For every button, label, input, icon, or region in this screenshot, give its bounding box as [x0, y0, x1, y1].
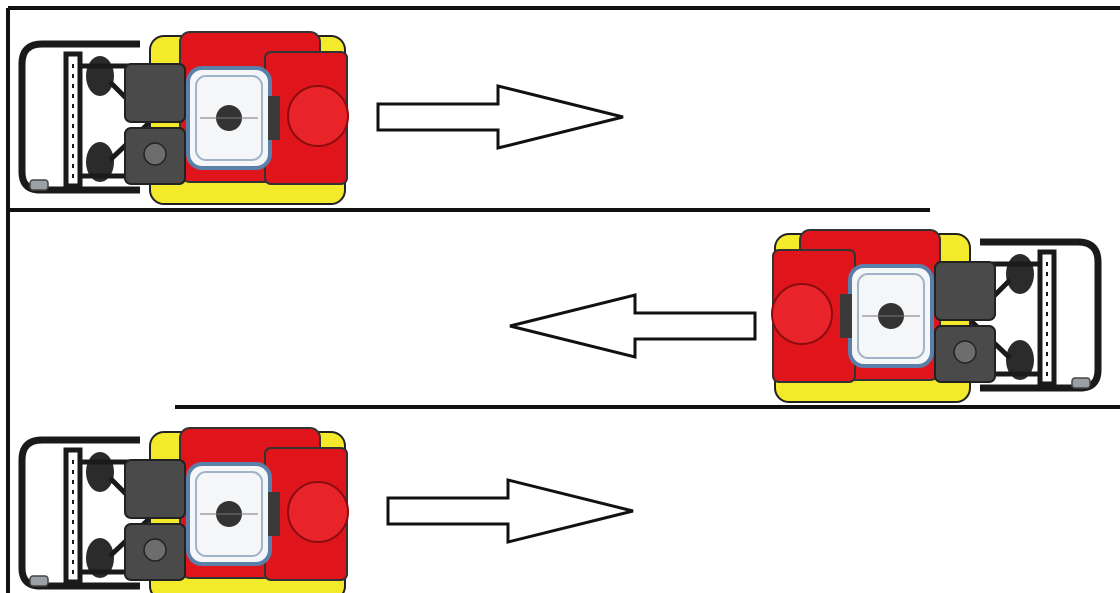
arrow-right-icon — [386, 478, 635, 544]
arrow-left-icon — [508, 293, 757, 359]
plate-compactor-icon — [22, 32, 348, 204]
plate-compactor-icon — [772, 230, 1098, 402]
arrow-right-icon — [376, 84, 625, 150]
plate-compactor-icon — [22, 428, 348, 593]
